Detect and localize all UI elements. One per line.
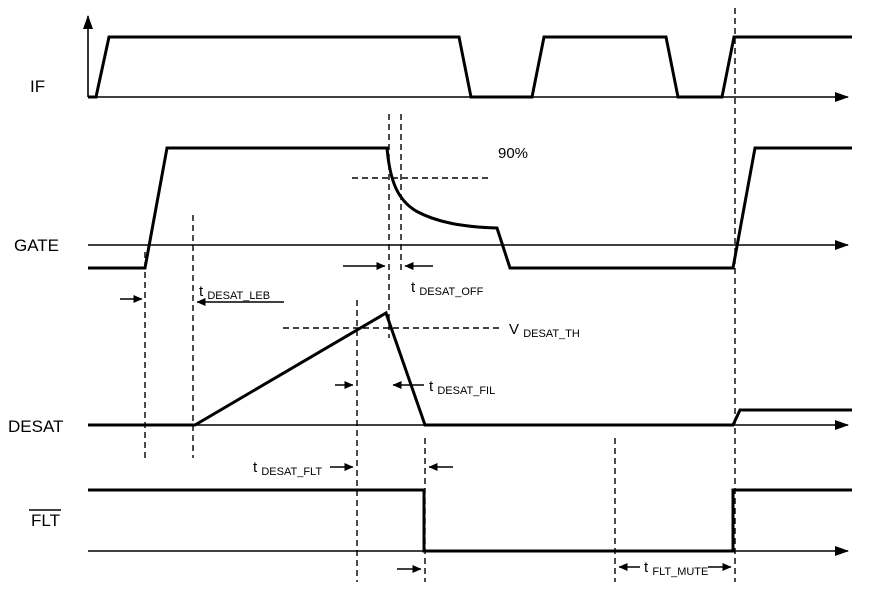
- t-desat-flt-main: t: [253, 459, 258, 476]
- t-desat-flt-label: t DESAT_FLT: [253, 459, 322, 478]
- t-flt-mute-label: t FLT_MUTE: [644, 559, 708, 578]
- t-desat-leb-main: t: [199, 283, 204, 300]
- event-marker-lines: [144, 8, 736, 582]
- t-desat-flt-sub: DESAT_FLT: [261, 466, 322, 478]
- t-desat-leb-sub: DESAT_LEB: [207, 290, 270, 302]
- t-desat-fil-sub: DESAT_FIL: [437, 385, 495, 397]
- gate-label: GATE: [14, 236, 59, 255]
- t-flt-mute-main: t: [644, 559, 649, 576]
- gate-90pct-label: 90%: [498, 145, 528, 162]
- flt-label: FLT: [31, 511, 60, 530]
- desat-label: DESAT: [8, 417, 63, 436]
- t-flt-mute-sub: FLT_MUTE: [652, 566, 708, 578]
- if-trace: [88, 35, 852, 99]
- measurement-arrows: [120, 262, 732, 573]
- t-desat-leb-label: t DESAT_LEB: [199, 283, 270, 302]
- vdesat-th-main: V: [509, 321, 519, 338]
- vdesat-th-sub: DESAT_TH: [523, 328, 580, 340]
- t-desat-off-main: t: [411, 279, 416, 296]
- desat-trace: [88, 310, 852, 427]
- t-desat-fil-label: t DESAT_FIL: [429, 378, 495, 397]
- gate-trace: [88, 146, 852, 270]
- vdesat-th-label: V DESAT_TH: [509, 321, 580, 340]
- t-desat-off-label: t DESAT_OFF: [411, 279, 484, 298]
- flt-trace: [88, 488, 852, 553]
- t-desat-off-sub: DESAT_OFF: [419, 286, 483, 298]
- if-label: IF: [30, 77, 45, 96]
- t-desat-fil-main: t: [429, 378, 434, 395]
